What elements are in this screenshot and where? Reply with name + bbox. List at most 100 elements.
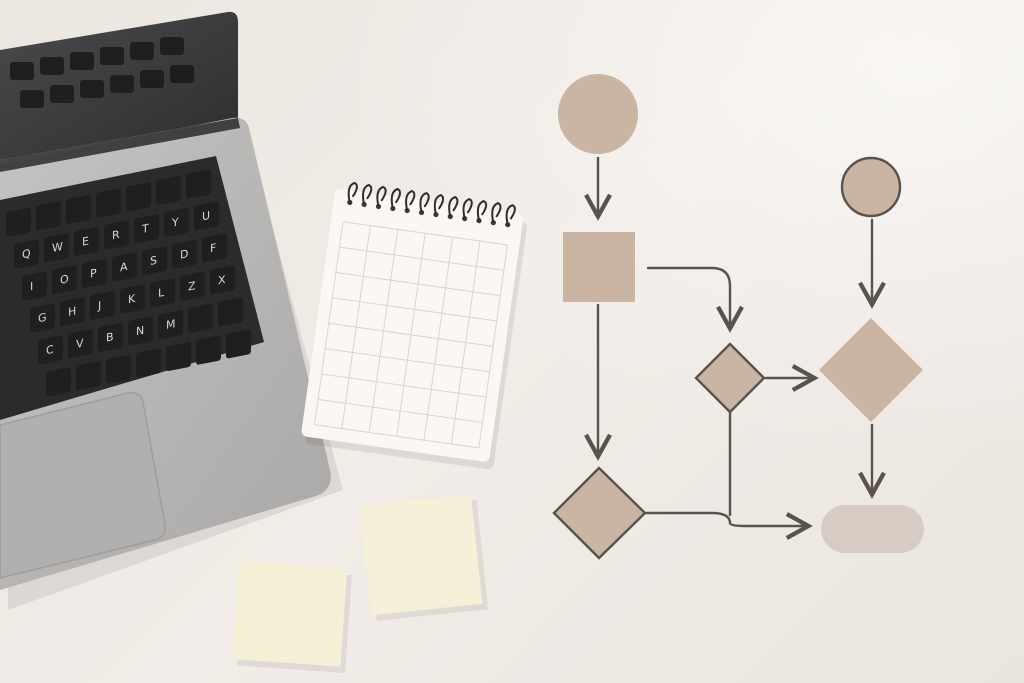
key-label: W — [52, 240, 63, 255]
keycap[interactable]: H — [60, 297, 85, 327]
keycap[interactable]: V — [68, 329, 93, 359]
key-label: F — [210, 241, 216, 255]
keycap[interactable] — [218, 297, 243, 327]
spiral-ring — [448, 195, 459, 217]
process-box — [563, 232, 635, 302]
key-label: I — [30, 280, 33, 294]
notepad-spiral — [347, 181, 516, 228]
key-label: X — [218, 273, 226, 287]
key-label: K — [128, 292, 136, 306]
keycap[interactable] — [188, 303, 213, 333]
trackpad[interactable] — [0, 391, 167, 579]
keycap[interactable]: U — [194, 201, 219, 231]
spiral-ring — [405, 189, 416, 211]
keycap[interactable] — [136, 348, 161, 378]
keycap[interactable]: Y — [164, 207, 189, 237]
key-label: A — [120, 260, 128, 274]
keycap[interactable] — [186, 169, 211, 199]
grid-line — [325, 348, 490, 373]
keycap[interactable]: M — [158, 310, 183, 340]
key-label: R — [112, 228, 120, 242]
key-label: J — [97, 299, 101, 313]
keycap[interactable] — [96, 188, 121, 218]
spiral-ring — [347, 181, 358, 203]
keycap[interactable]: C — [38, 335, 63, 365]
keycap[interactable] — [36, 201, 61, 231]
keycap[interactable]: G — [30, 303, 55, 333]
keycap[interactable]: L — [150, 278, 175, 308]
grid-line — [332, 297, 497, 322]
keycap[interactable]: Z — [180, 271, 205, 301]
key-label: P — [90, 266, 97, 280]
key-label: U — [202, 209, 210, 223]
key-label: G — [38, 311, 47, 326]
grid-line — [317, 398, 483, 423]
keycap[interactable]: P — [82, 258, 107, 288]
sticky-note-right — [359, 494, 483, 616]
keycap[interactable]: N — [128, 316, 153, 346]
key-label: Q — [22, 247, 31, 262]
keycap[interactable]: X — [210, 265, 235, 295]
key-label: H — [68, 304, 76, 318]
key-label: V — [76, 336, 84, 350]
sticky-note-left — [232, 561, 348, 667]
spiral-ring — [476, 200, 488, 221]
key-label: D — [180, 247, 188, 262]
arrow-process-to-small-diamond — [646, 266, 744, 333]
keycap[interactable]: I — [22, 271, 47, 301]
keycap[interactable] — [46, 367, 71, 397]
grid-line — [342, 221, 508, 246]
grid-line — [314, 424, 479, 449]
keycap[interactable]: Q — [14, 239, 39, 269]
key-label: C — [46, 343, 54, 357]
key-label: S — [150, 254, 157, 268]
arrow-bottom-diamond-to-terminal — [644, 511, 813, 540]
keycap[interactable]: S — [142, 246, 167, 276]
spiral-ring — [491, 202, 502, 223]
keycap[interactable]: T — [134, 214, 159, 244]
keycap[interactable]: D — [172, 239, 197, 269]
grid-line — [339, 246, 504, 271]
spiral-ring — [376, 185, 387, 207]
keycap[interactable]: E — [74, 226, 99, 256]
keycap[interactable] — [156, 175, 181, 205]
keycap[interactable] — [226, 329, 251, 359]
keycap[interactable]: K — [120, 284, 145, 314]
key-label: N — [136, 324, 144, 338]
keycap[interactable]: B — [98, 322, 123, 352]
key-label: B — [106, 330, 114, 344]
key-label: O — [60, 272, 69, 287]
keycap[interactable]: W — [44, 233, 69, 263]
keycap[interactable] — [126, 182, 151, 212]
keycap[interactable]: F — [202, 233, 227, 263]
terminal-pill — [821, 505, 924, 553]
grid-line — [335, 271, 501, 297]
spiral-ring — [433, 193, 445, 215]
keycap[interactable] — [166, 342, 191, 372]
decision-diamond-right — [819, 318, 923, 422]
grid-line — [328, 322, 494, 347]
key-label: Z — [188, 279, 196, 293]
spiral-ring — [362, 183, 373, 205]
key-label: E — [82, 234, 89, 248]
spiral-ring — [505, 204, 516, 225]
spiral-ring — [462, 198, 473, 219]
keycap[interactable] — [106, 354, 131, 384]
keycap[interactable]: J — [90, 290, 115, 320]
keycap[interactable] — [6, 207, 31, 237]
keycap[interactable] — [196, 335, 221, 365]
keycap[interactable]: O — [52, 265, 77, 295]
lid-reflection — [10, 37, 194, 108]
keycap[interactable] — [66, 194, 91, 224]
start-circle — [558, 74, 638, 154]
key-label: Y — [171, 215, 179, 229]
keycap[interactable]: R — [104, 220, 129, 250]
keycap[interactable] — [76, 361, 101, 391]
keycap[interactable]: A — [112, 252, 137, 282]
key-label: M — [166, 317, 175, 332]
